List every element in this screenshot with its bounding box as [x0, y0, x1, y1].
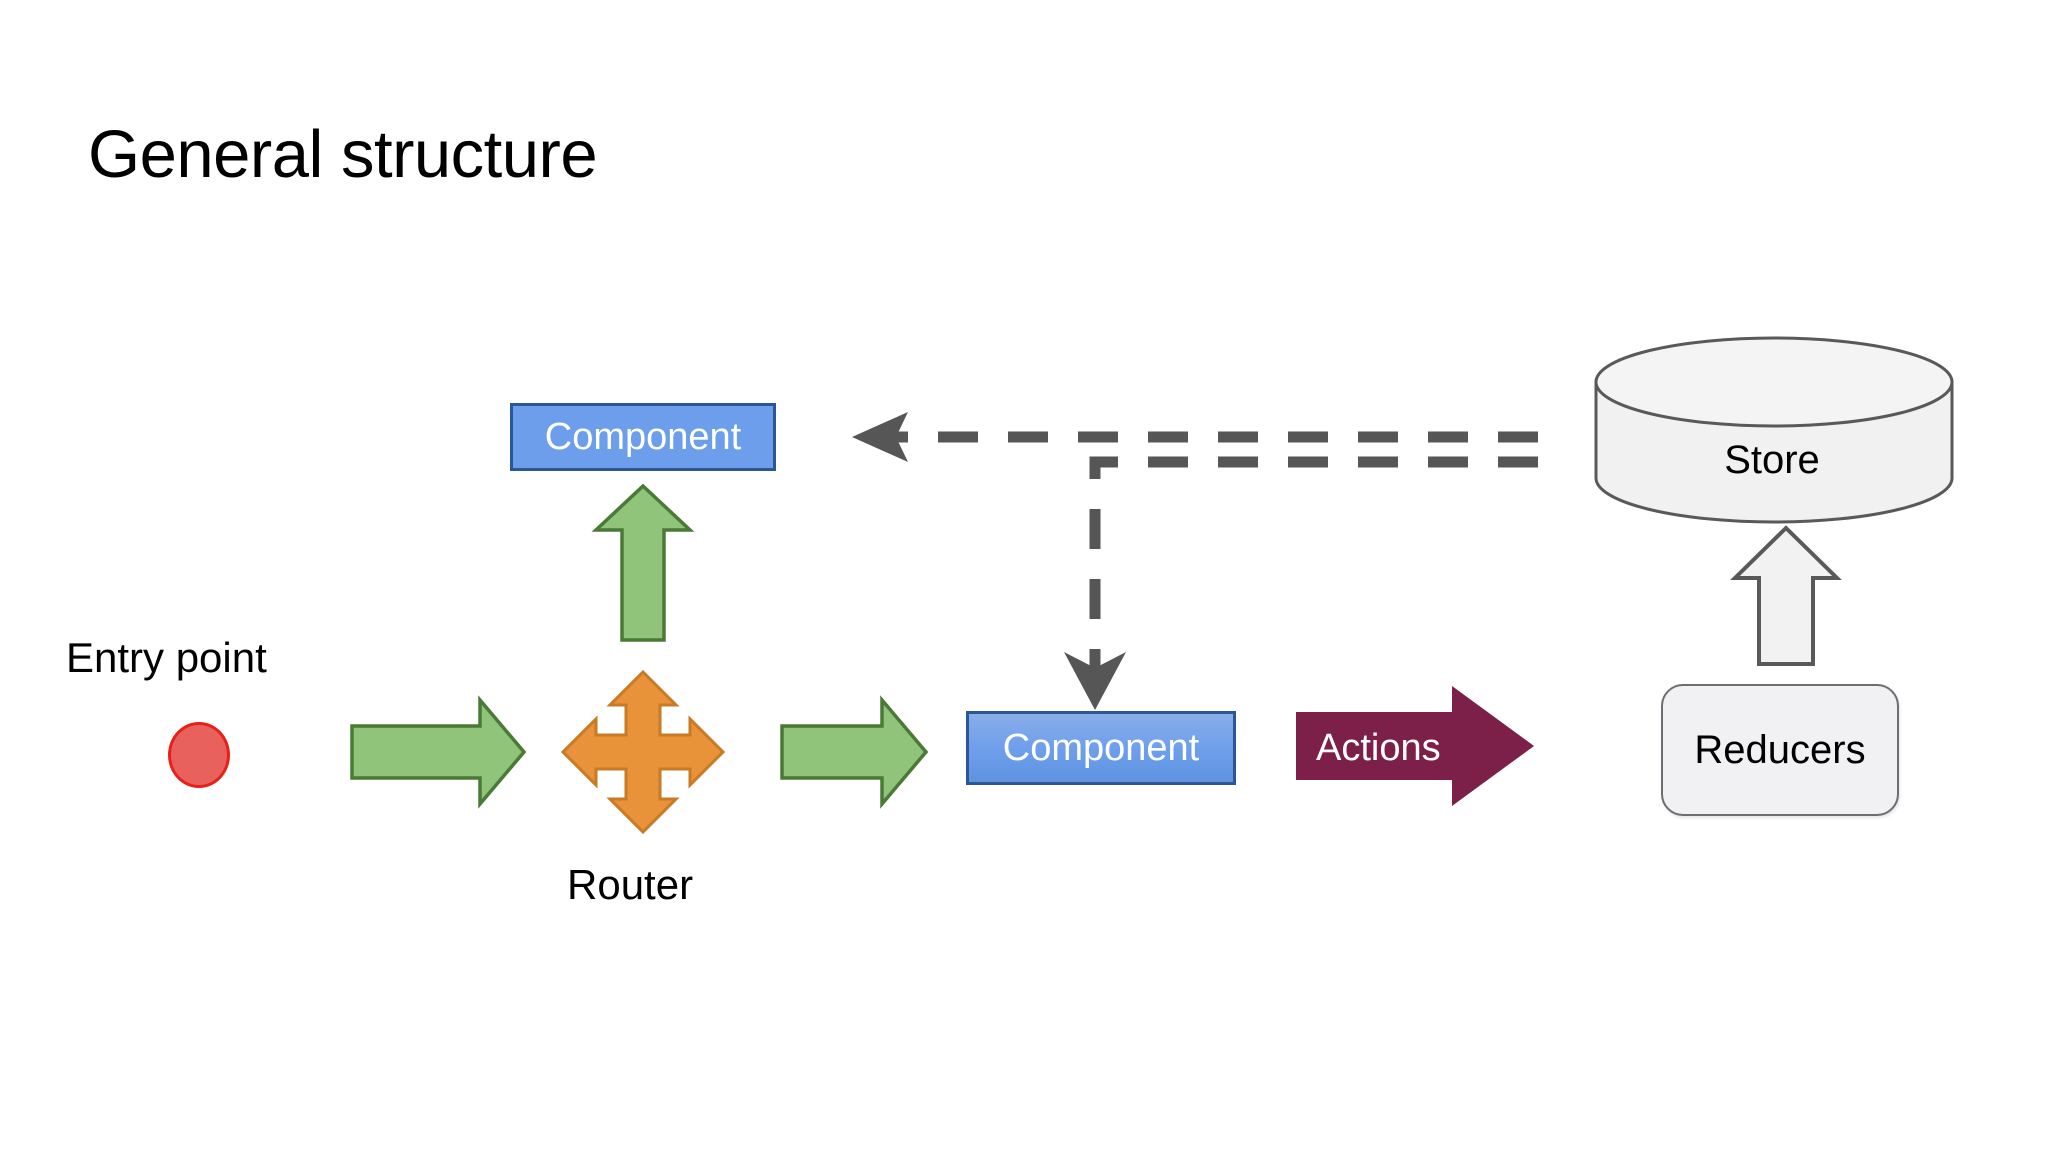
- reducers-box[interactable]: Reducers: [1661, 684, 1899, 816]
- router-label: Router: [567, 861, 694, 908]
- four-way-arrow-icon: [560, 669, 726, 835]
- store-label: Store: [1724, 438, 1820, 482]
- flow-arrow-router-to-component-top: [591, 483, 695, 642]
- dashed-link-store-to-component-top: [852, 412, 1538, 462]
- component-top-label: Component: [544, 415, 742, 458]
- component-bottom-label: Component: [1002, 726, 1200, 769]
- component-top-box[interactable]: Component: [510, 403, 776, 471]
- flow-arrow-entry-to-router: [350, 695, 527, 809]
- entry-point-circle-icon: [168, 722, 230, 788]
- reducers-label: Reducers: [1694, 727, 1866, 772]
- actions-label: Actions: [1316, 727, 1441, 769]
- dashed-link-store-to-component-bottom: [1064, 456, 1538, 710]
- flow-arrow-router-to-component-bottom: [780, 695, 929, 809]
- cylinder-database-icon: [1594, 336, 1954, 524]
- page-title: General structure: [88, 117, 598, 192]
- flow-arrow-reducers-to-store: [1730, 525, 1842, 666]
- component-bottom-box[interactable]: Component: [966, 711, 1236, 785]
- entry-point-label: Entry point: [66, 634, 267, 681]
